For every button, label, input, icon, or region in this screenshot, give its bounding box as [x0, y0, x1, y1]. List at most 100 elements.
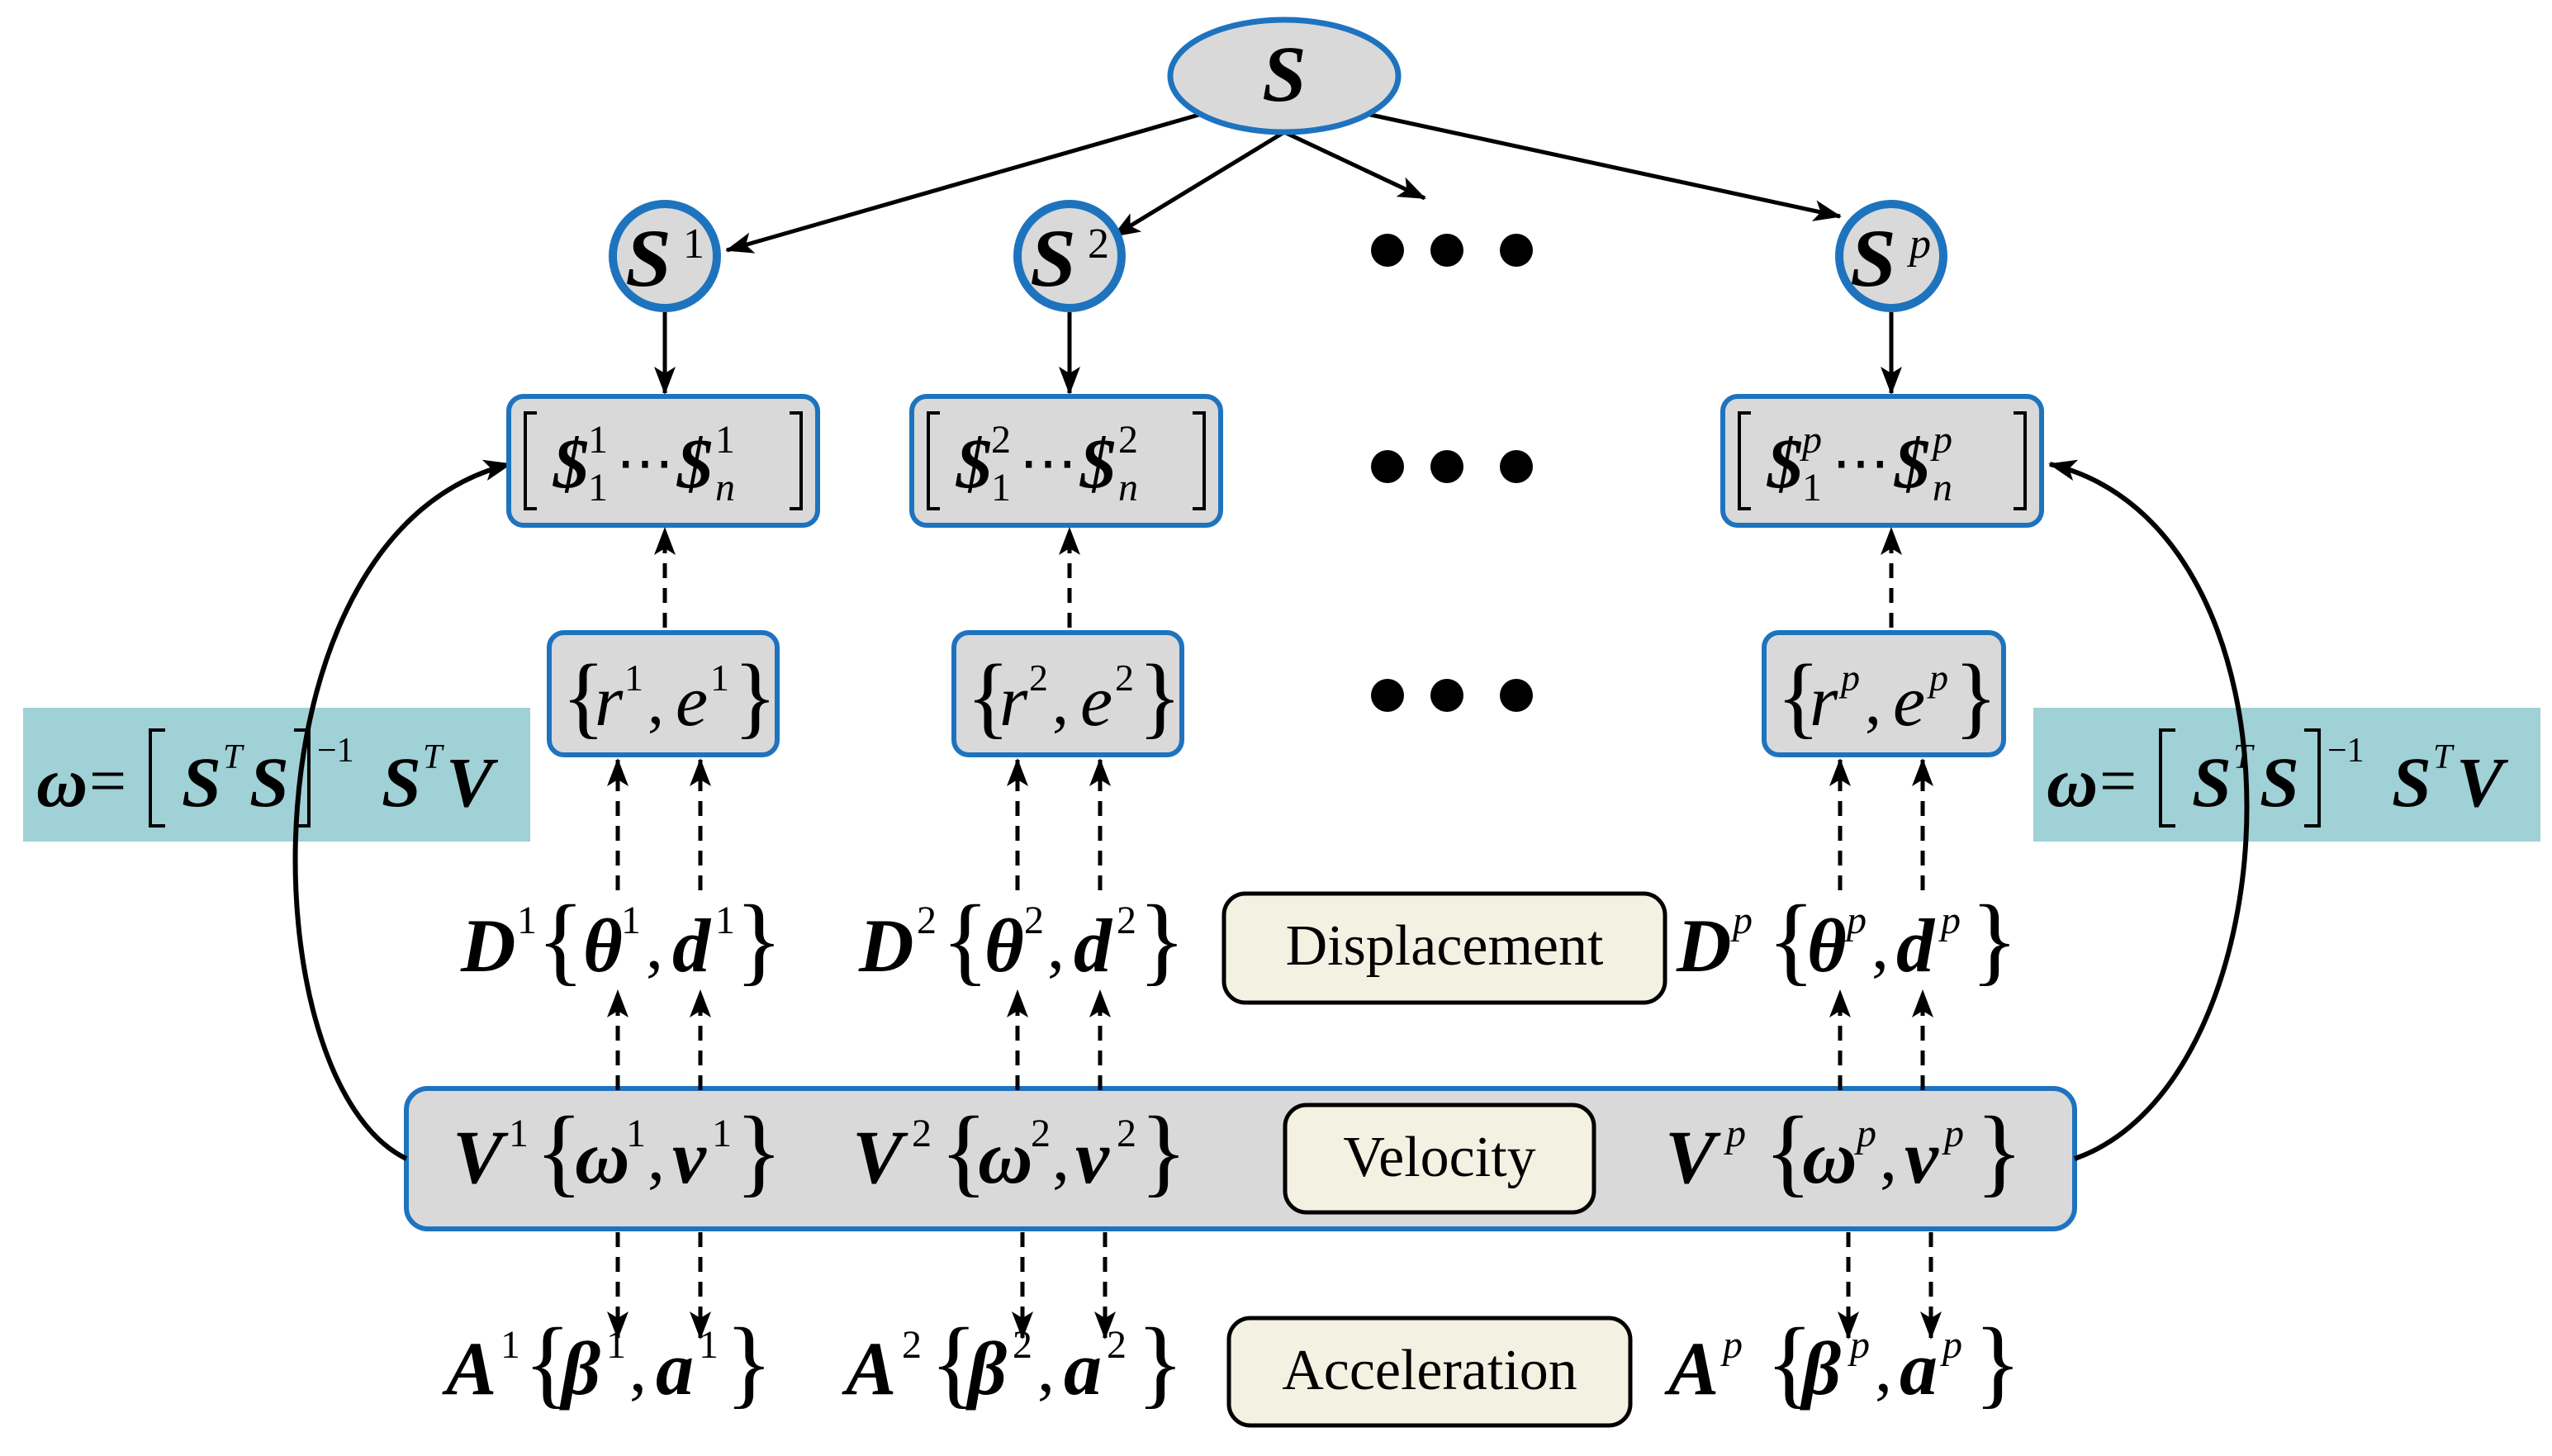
svg-text:p: p	[1724, 1112, 1746, 1155]
svg-text:2: 2	[912, 1112, 932, 1155]
svg-text:2: 2	[1118, 418, 1138, 462]
svg-text:1: 1	[626, 1112, 646, 1155]
svg-text:θ: θ	[583, 903, 623, 988]
svg-text:1: 1	[715, 899, 735, 942]
svg-text:1: 1	[606, 1323, 626, 1367]
svg-text:r: r	[1810, 662, 1838, 742]
svg-text:1: 1	[517, 899, 537, 942]
svg-text:S: S	[1030, 212, 1076, 304]
acceleration-1: A 1 { β 1 , a 1 }	[442, 1307, 773, 1417]
svg-text:,: ,	[1047, 907, 1065, 984]
three-dots-ellipsis-icon	[1371, 679, 1533, 712]
formula-box-left	[23, 708, 530, 842]
displacement-2: D 2 { θ 2 , d 2 }	[858, 885, 1186, 994]
svg-text:{: {	[562, 646, 605, 747]
svg-text:ω: ω	[575, 1115, 630, 1199]
svg-text:β: β	[559, 1326, 600, 1411]
svg-text:{: {	[930, 1307, 978, 1417]
velocity-to-acceleration-arrows	[607, 1232, 1942, 1340]
screw-box-p: $ p 1 ⋯ $ p n	[1720, 394, 2044, 528]
svg-text:p: p	[1844, 899, 1867, 942]
svg-text:p: p	[1838, 657, 1860, 699]
chain-node-2: S 2	[1013, 200, 1126, 312]
svg-text:$: $	[955, 424, 992, 503]
svg-text:,: ,	[1871, 907, 1889, 984]
svg-text:1: 1	[588, 418, 608, 462]
root-symbol: S	[1262, 30, 1306, 118]
svg-text:}: }	[1974, 1307, 2022, 1417]
svg-text:1: 1	[710, 657, 729, 699]
svg-text:v: v	[1075, 1115, 1110, 1199]
svg-text:1: 1	[699, 1323, 719, 1367]
svg-text:{: {	[1776, 646, 1820, 747]
svg-text:1: 1	[621, 899, 641, 942]
svg-text:2: 2	[1029, 657, 1048, 699]
svg-text:}: }	[733, 646, 777, 747]
svg-text:S: S	[625, 212, 671, 304]
svg-text:p: p	[1854, 1112, 1876, 1155]
velocity-2: V 2 { ω 2 , v 2 }	[852, 1096, 1188, 1206]
svg-text:⋯: ⋯	[1832, 432, 1890, 496]
svg-text:,: ,	[647, 666, 664, 738]
svg-text:1: 1	[1802, 466, 1822, 510]
svg-text:2: 2	[1013, 1323, 1032, 1367]
svg-text:1: 1	[500, 1323, 520, 1367]
svg-text:ω: ω	[36, 742, 88, 822]
svg-text:,: ,	[1875, 1330, 1892, 1406]
root-node	[1167, 17, 1402, 135]
svg-text:1: 1	[991, 466, 1011, 510]
svg-text:$: $	[1893, 424, 1930, 503]
svg-text:1: 1	[715, 418, 735, 462]
svg-text:⋯: ⋯	[1019, 432, 1077, 496]
re-box-2: { r 2 , e 2 }	[951, 630, 1184, 757]
svg-text:v: v	[672, 1115, 707, 1199]
svg-text:}: }	[1138, 646, 1182, 747]
svg-text:p: p	[1848, 1323, 1870, 1367]
displacement-1: D 1 { θ 1 , d 1 }	[460, 885, 783, 994]
svg-text:$: $	[1079, 424, 1116, 503]
svg-text:{: {	[524, 1307, 572, 1417]
svg-text:}: }	[1954, 646, 1998, 747]
svg-text:A: A	[442, 1326, 496, 1411]
svg-text:V: V	[1665, 1115, 1721, 1199]
chain-node-1: S 1	[609, 200, 721, 312]
svg-text:}: }	[1136, 1307, 1184, 1417]
svg-text:T: T	[2233, 738, 2255, 776]
svg-text:}: }	[1140, 1096, 1188, 1206]
svg-text:S: S	[2192, 742, 2232, 822]
svg-text:T: T	[223, 738, 244, 776]
formula-left: ω = S T S −1 S T V	[36, 728, 499, 828]
svg-text:=: =	[2099, 745, 2137, 818]
svg-text:}: }	[735, 885, 783, 994]
svg-text:ω: ω	[1802, 1115, 1857, 1199]
svg-text:v: v	[1905, 1115, 1939, 1199]
svg-text:{: {	[535, 1096, 583, 1206]
svg-text:S: S	[2260, 742, 2299, 822]
svg-text:,: ,	[629, 1330, 647, 1406]
svg-text:2: 2	[902, 1323, 922, 1367]
svg-text:$: $	[1766, 424, 1803, 503]
svg-text:S: S	[2392, 742, 2431, 822]
svg-text:1: 1	[712, 1112, 732, 1155]
svg-text:,: ,	[1037, 1330, 1055, 1406]
svg-text:d: d	[672, 903, 712, 988]
svg-text:2: 2	[1024, 899, 1044, 942]
svg-text:1: 1	[588, 466, 608, 510]
svg-text:p: p	[1927, 657, 1948, 699]
svg-text:p: p	[1938, 899, 1961, 942]
svg-text:}: }	[1971, 885, 2018, 994]
displacement-to-re-arrows	[607, 758, 1933, 890]
three-dots-ellipsis-icon	[1371, 234, 1533, 267]
svg-text:d: d	[1074, 903, 1113, 988]
svg-text:S: S	[382, 742, 421, 822]
formula-right: ω = S T S −1 S T V	[2047, 728, 2509, 828]
svg-text:T: T	[2433, 738, 2455, 776]
svg-text:⋯: ⋯	[616, 432, 674, 496]
svg-text:1: 1	[509, 1112, 529, 1155]
svg-text:ω: ω	[2047, 742, 2098, 822]
svg-text:D: D	[858, 903, 913, 988]
svg-text:Acceleration: Acceleration	[1282, 1339, 1577, 1402]
svg-text:θ: θ	[1807, 903, 1847, 988]
three-dots-ellipsis-icon	[1371, 450, 1533, 483]
